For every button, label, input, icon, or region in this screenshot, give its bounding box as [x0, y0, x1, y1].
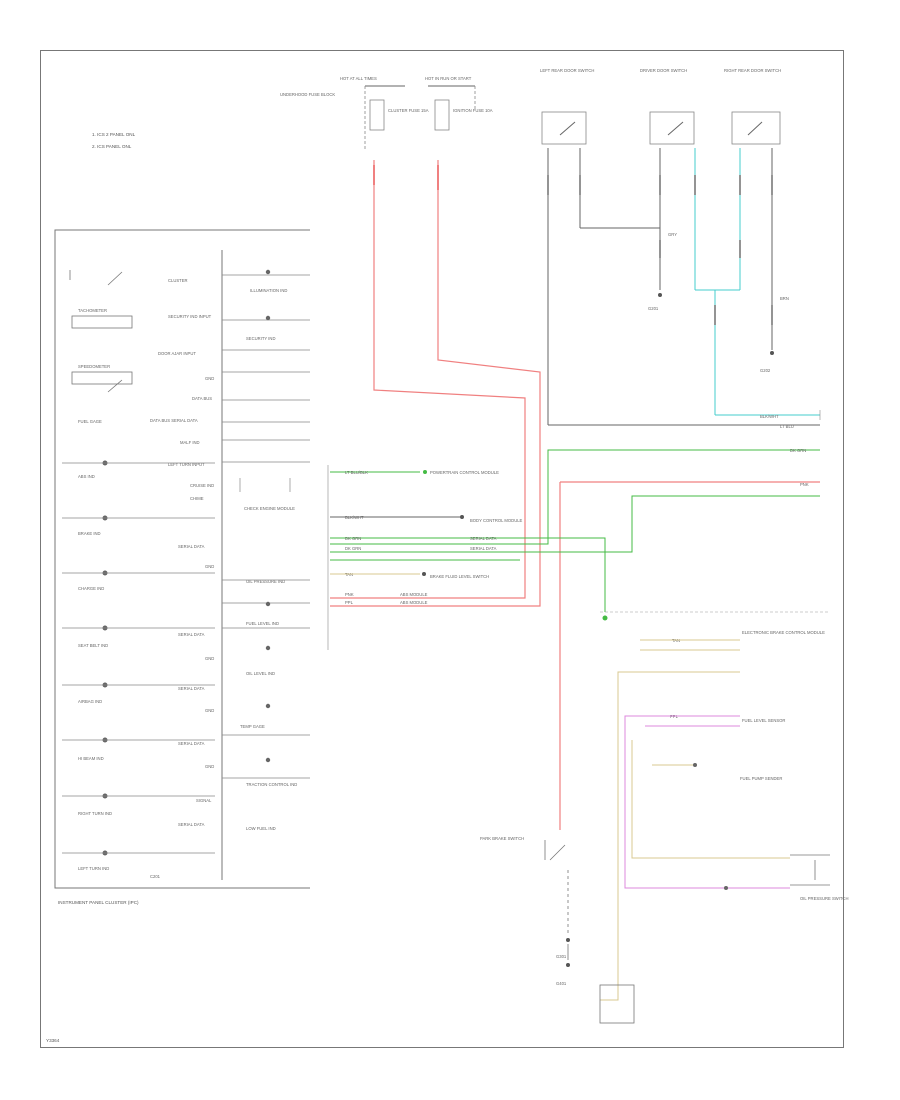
cluster-right-5: OIL LEVEL IND: [246, 671, 275, 676]
conn-label-4: BRAKE FLUID LEVEL SWITCH: [430, 574, 489, 579]
fuse-1-name: CLUSTER FUSE 15A: [388, 108, 429, 113]
cluster-left-items: TACHOMETER SPEEDOMETER FUEL GAGE ABS IND…: [78, 308, 112, 871]
instrument-cluster: INSTRUMENT PANEL CLUSTER (IPC) C201 TACH…: [54, 229, 310, 905]
splice-note-2: 2. ICS PANEL ONL: [92, 144, 132, 149]
cluster-mid-17: GND: [205, 764, 214, 769]
cluster-left-1: SPEEDOMETER: [78, 364, 110, 369]
cluster-mid-2: DOOR AJAR INPUT: [158, 351, 196, 356]
cluster-mid-4: DATA BUS: [192, 396, 212, 401]
cluster-title: INSTRUMENT PANEL CLUSTER (IPC): [58, 900, 139, 905]
conn-label-1: BODY CONTROL MODULE: [470, 518, 523, 523]
conn-label-0: POWERTRAIN CONTROL MODULE: [430, 470, 499, 475]
conn-wire-2: DK GRN: [345, 536, 361, 541]
cluster-mid-13: GND: [205, 656, 214, 661]
conn-wire-5: PNK: [345, 592, 354, 597]
cluster-mid-9: CHIME: [190, 496, 204, 501]
module-1: FUEL LEVEL SENSOR: [742, 718, 785, 723]
cluster-right-8: LOW FUEL IND: [246, 826, 276, 831]
cluster-right-6: TEMP GAGE: [240, 724, 265, 729]
cluster-left-3: ABS IND: [78, 474, 95, 479]
fuse-block: UNDERHOOD FUSE BLOCK HOT AT ALL TIMES HO…: [280, 76, 493, 150]
underhood-label: UNDERHOOD FUSE BLOCK: [280, 92, 335, 97]
module-4: PARK BRAKE SWITCH: [480, 836, 524, 841]
conn-label-5: ABS MODULE: [400, 592, 428, 597]
door-switches: LEFT REAR DOOR SWITCH DRIVER DOOR SWITCH…: [540, 68, 781, 145]
cluster-mid-5: DATA BUS SERIAL DATA: [150, 418, 198, 423]
diagram-frame: [40, 50, 844, 1048]
conn-wire-6: PPL: [345, 600, 354, 605]
cluster-mid-15: GND: [205, 708, 214, 713]
cluster-mid-6: MALF IND: [180, 440, 200, 445]
wire-tag-0: BLK/WHT: [760, 414, 779, 419]
module-0: ELECTRONIC BRAKE CONTROL MODULE: [742, 630, 825, 635]
connection-list: LT BLU/BLK POWERTRAIN CONTROL MODULE BLK…: [330, 470, 523, 605]
wire-tag-2: LT BLU: [780, 424, 794, 429]
cluster-left-4: BRAKE IND: [78, 531, 101, 536]
svg-text:C201: C201: [150, 874, 161, 879]
cluster-mid-3: GND: [205, 376, 214, 381]
wire-tag-3: PNK: [800, 482, 809, 487]
switch-3-title: RIGHT REAR DOOR SWITCH: [724, 68, 781, 73]
cluster-left-0: TACHOMETER: [78, 308, 107, 313]
wire-tag-6: GRY: [668, 232, 677, 237]
switch-2-title: DRIVER DOOR SWITCH: [640, 68, 687, 73]
conn-wire-3: DK GRN: [345, 546, 361, 551]
module-2: FUEL PUMP SENDER: [740, 776, 782, 781]
ground-label-4: G401: [556, 981, 567, 986]
cluster-left-10: LEFT TURN IND: [78, 866, 109, 871]
cluster-left-8: HI BEAM IND: [78, 756, 104, 761]
ground-symbols: G201 G202 G301 G401: [556, 293, 774, 986]
module-3: OIL PRESSURE SWITCH: [800, 896, 848, 901]
fuse-2-symbol: [434, 99, 450, 131]
wire-tag-1: DK GRN: [790, 448, 806, 453]
cluster-left-6: SEAT BELT IND: [78, 643, 108, 648]
right-modules: ELECTRONIC BRAKE CONTROL MODULE FUEL LEV…: [480, 232, 848, 901]
cluster-right-4: FUEL LEVEL IND: [246, 621, 279, 626]
cluster-mid-19: SERIAL DATA: [178, 822, 205, 827]
cluster-right-7: TRACTION CONTROL IND: [246, 782, 297, 787]
cluster-right-items: ILLUMINATION IND SECURITY IND CHECK ENGI…: [240, 288, 297, 831]
cluster-mid-12: SERIAL DATA: [178, 632, 205, 637]
cluster-mid-items: CLUSTER SECURITY IND INPUT DOOR AJAR INP…: [150, 278, 214, 827]
cluster-right-1: SECURITY IND: [246, 336, 275, 341]
cluster-right-0: ILLUMINATION IND: [250, 288, 287, 293]
cluster-mid-11: GND: [205, 564, 214, 569]
cluster-left-7: AIRBAG IND: [78, 699, 102, 704]
cluster-left-5: CHARGE IND: [78, 586, 104, 591]
cluster-mid-8: CRUISE IND: [190, 483, 214, 488]
wire-tag-7: BRN: [780, 296, 789, 301]
fuse-label-1: HOT AT ALL TIMES: [340, 76, 377, 81]
cluster-right-2: CHECK ENGINE MODULE: [244, 506, 295, 511]
cluster-left-9: RIGHT TURN IND: [78, 811, 112, 816]
cluster-mid-18: SIGNAL: [196, 798, 212, 803]
cluster-mid-1: SECURITY IND INPUT: [168, 314, 212, 319]
figure-code: Y3364: [46, 1038, 60, 1043]
fuse-2-name: IGNITION FUSE 10A: [453, 108, 493, 113]
cluster-right-3: OIL PRESSURE IND: [246, 579, 285, 584]
cluster-mid-10: SERIAL DATA: [178, 544, 205, 549]
ground-label-1: G201: [648, 306, 659, 311]
conn-label-6: ABS MODULE: [400, 600, 428, 605]
ground-label-3: G301: [556, 954, 567, 959]
cluster-mid-0: CLUSTER: [168, 278, 188, 283]
conn-label-2: SERIAL DATA: [470, 536, 497, 541]
conn-wire-0: LT BLU/BLK: [345, 470, 368, 475]
cluster-mid-16: SERIAL DATA: [178, 741, 205, 746]
conn-label-3: SERIAL DATA: [470, 546, 497, 551]
cluster-mid-7: LEFT TURN INPUT: [168, 462, 205, 467]
ground-label-2: G202: [760, 368, 771, 373]
fuse-1-symbol: [369, 99, 385, 131]
splice-note-1: 1. ICS 2 PANEL ONL: [92, 132, 136, 137]
cluster-mid-14: SERIAL DATA: [178, 686, 205, 691]
fuse-label-2: HOT IN RUN OR START: [425, 76, 472, 81]
switch-1-title: LEFT REAR DOOR SWITCH: [540, 68, 594, 73]
cluster-left-2: FUEL GAGE: [78, 419, 102, 424]
